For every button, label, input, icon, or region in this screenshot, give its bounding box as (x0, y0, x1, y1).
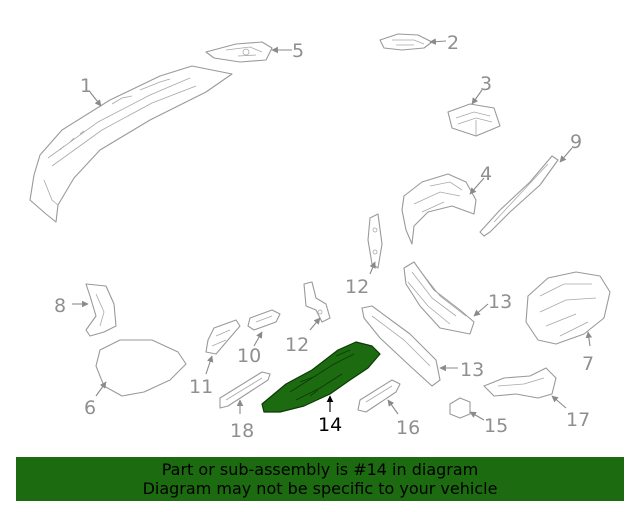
leader-6 (95, 381, 107, 397)
callout-7: 7 (582, 353, 594, 375)
leader-4 (469, 177, 485, 195)
leader-13a (473, 303, 489, 317)
parts-diagram: 1 5 2 3 9 4 12 (29, 32, 611, 442)
part-14-highlighted-assembly (261, 341, 381, 413)
leader-1 (89, 91, 102, 107)
callout-14: 14 (318, 414, 342, 436)
callout-10: 10 (237, 345, 261, 367)
leader-12b (309, 317, 321, 331)
part-10-small-trim (247, 309, 281, 331)
callout-16: 16 (396, 417, 420, 439)
leader-7 (585, 331, 593, 347)
part-18-support-rail (219, 371, 271, 409)
callout-5: 5 (292, 40, 304, 62)
leader-17 (551, 395, 567, 409)
callout-17: 17 (566, 409, 590, 431)
leader-11 (205, 355, 214, 375)
part-3-center-vent (447, 103, 501, 137)
part-12-upper-bracket (367, 213, 383, 269)
leader-16 (387, 399, 399, 415)
part-1-dashboard-upper-panel (29, 65, 233, 223)
part-13-glove-box-upper (403, 261, 475, 335)
part-2-side-vent (379, 33, 433, 51)
part-7-cluster-housing (525, 271, 611, 345)
callout-12a: 12 (345, 276, 369, 298)
part-16-handle (357, 379, 401, 413)
leader-3 (471, 89, 483, 105)
callout-12b: 12 (285, 334, 309, 356)
disclaimer-banner: Part or sub-assembly is #14 in diagram D… (16, 457, 624, 501)
leader-2 (429, 38, 447, 45)
callout-4: 4 (480, 163, 492, 185)
banner-line-2: Diagram may not be specific to your vehi… (142, 479, 498, 498)
callout-8: 8 (54, 295, 66, 317)
banner-line-1: Part or sub-assembly is #14 in diagram (161, 460, 479, 479)
part-9-trim-strip (479, 155, 559, 237)
callout-11: 11 (189, 376, 213, 398)
leader-9 (559, 147, 573, 163)
leader-12a (369, 261, 376, 275)
callout-3: 3 (480, 73, 492, 95)
part-17-duct (483, 367, 557, 399)
callout-18: 18 (230, 420, 254, 442)
callout-1: 1 (80, 75, 92, 97)
part-15-clip (449, 397, 471, 419)
part-13-glove-box-lower (361, 305, 441, 387)
callout-9: 9 (570, 131, 582, 153)
part-5-vent-bracket (205, 41, 273, 63)
callout-6: 6 (84, 397, 96, 419)
callout-13a: 13 (488, 291, 512, 313)
part-6-cover-pad (95, 339, 187, 397)
leader-10 (253, 331, 263, 347)
callout-2: 2 (447, 32, 459, 54)
callout-15: 15 (484, 415, 508, 437)
part-8-end-cap (85, 283, 117, 337)
callout-13b: 13 (460, 359, 484, 381)
leader-15 (469, 411, 485, 421)
part-12-lower-bracket (303, 281, 331, 323)
part-11-switch-panel (205, 319, 241, 355)
part-4-bracket-assembly (401, 173, 477, 245)
